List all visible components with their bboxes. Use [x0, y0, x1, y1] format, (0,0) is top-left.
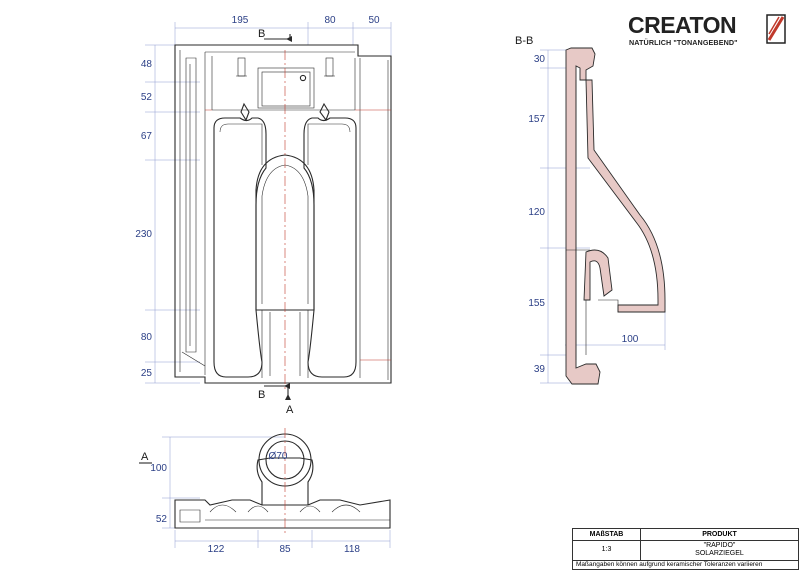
section-bb-label: B-B: [515, 35, 533, 47]
bottom-tile-profile: [174, 499, 391, 529]
bottom-dim-base: 52: [156, 514, 168, 525]
front-left-dim-6: 25: [141, 368, 153, 379]
front-top-dimensions: 195 80 50: [174, 15, 392, 62]
section-dim-1: 30: [534, 54, 546, 65]
front-top-dim-3: 50: [368, 15, 380, 26]
section-depth-dim: 100: [622, 334, 639, 345]
brand-logo: CREATON NATÜRLICH "TONANGEBEND": [628, 12, 788, 52]
section-top-label: B: [258, 28, 265, 40]
front-left-dim-3: 67: [141, 131, 153, 142]
front-left-dim-1: 48: [141, 59, 153, 70]
section-bottom-b-label: B: [258, 389, 265, 401]
bottom-dim-3: 118: [344, 544, 360, 555]
brand-tagline: NATÜRLICH "TONANGEBEND": [629, 38, 738, 47]
section-dim-4: 155: [528, 298, 545, 309]
product-header: PRODUKT: [702, 531, 737, 538]
bottom-dim-2: 85: [279, 544, 291, 555]
section-dim-2: 157: [528, 114, 545, 125]
front-tile-outline: [174, 44, 392, 384]
section-dimensions: 30 157 120 155 39 100: [528, 49, 666, 384]
scale-value: 1:3: [573, 540, 641, 560]
front-left-dim-2: 52: [141, 92, 153, 103]
title-block-header: MAßSTAB PRODUKT: [573, 529, 798, 541]
front-left-dim-5: 80: [141, 332, 153, 343]
product-value: "RAPIDO" SOLARZIEGEL: [641, 540, 798, 560]
bottom-view-label: A: [141, 451, 149, 463]
bottom-pipe-mount: [256, 457, 314, 505]
bottom-dim-height: 100: [150, 463, 167, 474]
section-bottom-a-label: A: [286, 404, 294, 416]
section-profile: [565, 47, 601, 385]
title-block-body: 1:3 "RAPIDO" SOLARZIEGEL: [573, 540, 798, 561]
front-right-trough: [303, 117, 357, 378]
title-block: MAßSTAB PRODUKT 1:3 "RAPIDO" SOLARZIEGEL…: [572, 528, 799, 570]
section-view-bb: B-B 30 157 120 155 39 100: [515, 35, 666, 385]
bottom-dim-1: 122: [208, 544, 225, 555]
front-top-dim-1: 195: [232, 15, 249, 26]
section-dim-5: 39: [534, 364, 546, 375]
brand-name: CREATON: [628, 12, 737, 38]
front-view: 195 80 50 48 52 67 230 80 25: [135, 15, 392, 416]
product-name: "RAPIDO": [703, 542, 736, 549]
scale-header: MAßSTAB: [573, 529, 641, 540]
tolerance-note: Maßangaben können aufgrund keramischer T…: [576, 561, 763, 568]
pipe-diameter: Ø70: [269, 451, 288, 462]
bottom-dimensions: 100 52 122 85 118: [150, 436, 391, 555]
front-left-dim-4: 230: [135, 229, 152, 240]
front-top-dim-2: 80: [324, 15, 336, 26]
bottom-view-a: A 100 52 122 85 118 Ø70: [139, 428, 391, 555]
front-left-dimensions: 48 52 67 230 80 25: [135, 44, 200, 384]
front-central-dome: [255, 154, 315, 311]
product-type: SOLARZIEGEL: [695, 550, 744, 557]
front-left-trough: [213, 117, 267, 378]
section-dim-3: 120: [528, 207, 545, 218]
front-section-markers: B B A: [258, 28, 294, 416]
brand-mark-icon: [766, 14, 786, 44]
